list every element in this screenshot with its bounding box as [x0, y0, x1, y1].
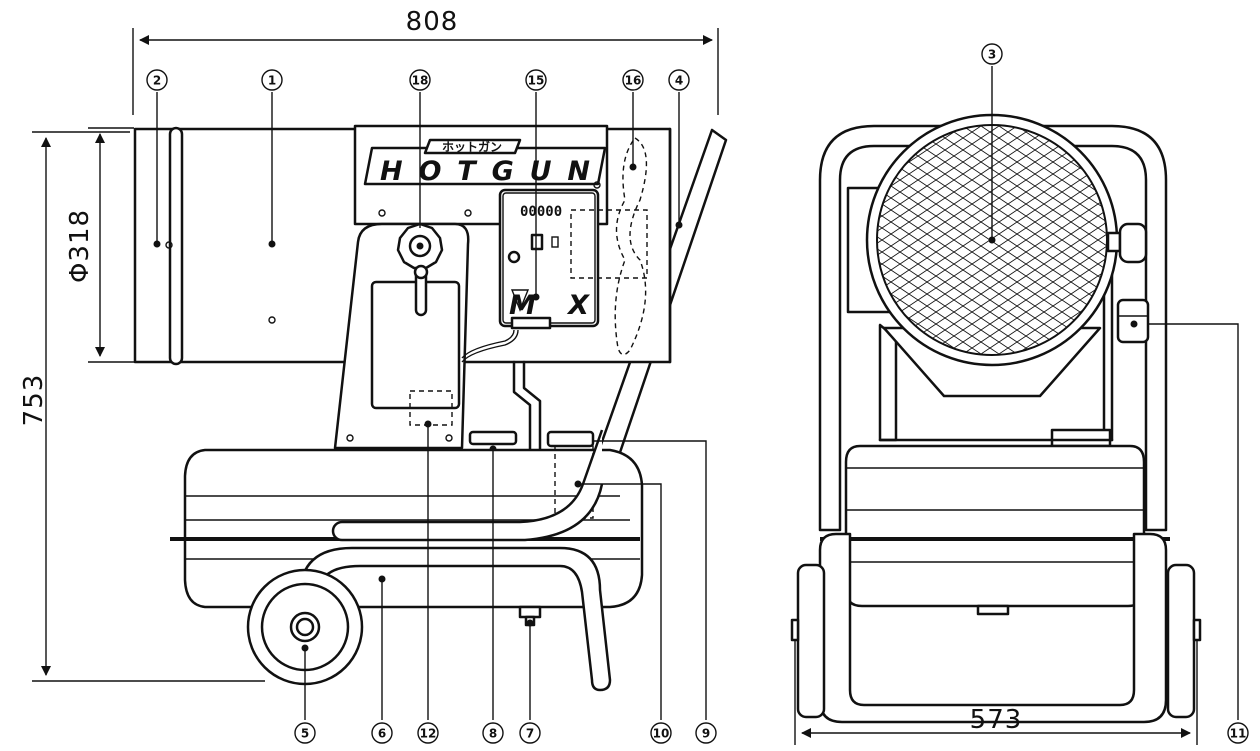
callout-9: 9	[695, 722, 717, 744]
tank-cap	[468, 430, 518, 446]
leader-9	[593, 440, 707, 720]
axle	[295, 617, 315, 637]
callout-1: 1	[261, 69, 283, 91]
hub	[289, 611, 321, 643]
callout-10: 10	[650, 722, 672, 744]
fuel-gauge	[546, 430, 595, 448]
callout-12-text: 12	[420, 727, 437, 741]
callout-18-text: 18	[412, 74, 429, 88]
callout-8: 8	[482, 722, 504, 744]
callout-4-text: 4	[675, 74, 683, 88]
screw	[378, 209, 386, 217]
callout-8-text: 8	[489, 727, 497, 741]
front-fuel-tank	[844, 444, 1146, 608]
wheel-right	[1166, 563, 1196, 719]
dim-diameter-label: Φ318	[65, 209, 95, 283]
angle-adjust-knob	[396, 222, 444, 270]
hour-counter: 00000	[520, 204, 562, 220]
screw	[445, 434, 453, 442]
leader-lines	[156, 92, 707, 720]
hidden-part-ignition	[570, 209, 648, 279]
drain-plug-front	[976, 604, 1010, 616]
callout-15: 15	[525, 69, 547, 91]
logo-frame	[363, 146, 607, 186]
hidden-part-16	[614, 137, 648, 356]
dim-height-label: 753	[19, 374, 49, 427]
callouts: 2 1 18 15 16 4 3 5 6 12 8 7 10 9 11	[146, 43, 1249, 744]
callout-5-text: 5	[301, 727, 309, 741]
front-frame	[818, 124, 1168, 532]
dim-width-label: 573	[970, 705, 1023, 735]
base-frame	[298, 546, 612, 692]
callout-7-text: 7	[526, 727, 534, 741]
callout-11-text: 11	[1230, 727, 1247, 741]
callout-18: 18	[409, 69, 431, 91]
duct-screw	[165, 241, 173, 249]
thermostat-dial	[507, 250, 521, 264]
side-view: 808 753 Φ318 ホットガン HOTGUN	[19, 7, 728, 720]
control-box: 00000 MX	[498, 188, 600, 330]
wheel-left	[796, 563, 826, 719]
callout-5: 5	[294, 722, 316, 744]
fuel-pipe	[512, 360, 532, 452]
leader-11	[1148, 323, 1239, 720]
support-left	[878, 323, 898, 442]
leader-10	[578, 483, 662, 720]
callout-16: 16	[622, 69, 644, 91]
callout-12: 12	[417, 722, 439, 744]
side-knob	[1118, 222, 1148, 264]
callout-2-text: 2	[153, 74, 161, 88]
axle-left	[790, 618, 800, 642]
tank-top-block	[1050, 428, 1112, 448]
model-mark-slash	[510, 289, 530, 312]
hidden-part-12	[409, 390, 453, 426]
callout-3: 3	[981, 43, 1003, 65]
knob-stem	[1106, 231, 1122, 253]
callout-15-text: 15	[528, 74, 545, 88]
axle-right	[1192, 618, 1202, 642]
lever-pivot	[413, 264, 429, 280]
callout-7: 7	[519, 722, 541, 744]
front-base-frame	[818, 532, 1168, 724]
power-cord-2	[461, 329, 515, 359]
callout-11: 11	[1227, 722, 1249, 744]
screw	[346, 434, 354, 442]
front-view: 573	[790, 66, 1239, 745]
point-18	[416, 242, 424, 250]
logo-katakana-box	[423, 138, 522, 155]
handle-lower	[331, 429, 604, 542]
mode-switch	[551, 236, 559, 248]
run-switch	[530, 233, 544, 251]
duct-band	[168, 126, 184, 366]
duct-screw-2	[268, 316, 276, 324]
callout-2: 2	[146, 69, 168, 91]
callout-9-text: 9	[702, 727, 710, 741]
callout-6-text: 6	[378, 727, 386, 741]
screw	[464, 209, 472, 217]
drain-plug	[518, 605, 542, 619]
callout-6: 6	[371, 722, 393, 744]
power-cord	[461, 329, 519, 363]
callout-3-text: 3	[988, 48, 996, 62]
dim-length-label: 808	[406, 7, 459, 37]
cord-bushing	[510, 316, 552, 330]
callout-1-text: 1	[268, 74, 276, 88]
logo-katakana: ホットガン	[442, 139, 502, 154]
fuel-pipe-2	[522, 360, 542, 452]
knob-center	[408, 234, 432, 258]
callout-16-text: 16	[625, 74, 642, 88]
point-11	[1130, 320, 1138, 328]
callout-4: 4	[668, 69, 690, 91]
callout-10-text: 10	[653, 727, 670, 741]
